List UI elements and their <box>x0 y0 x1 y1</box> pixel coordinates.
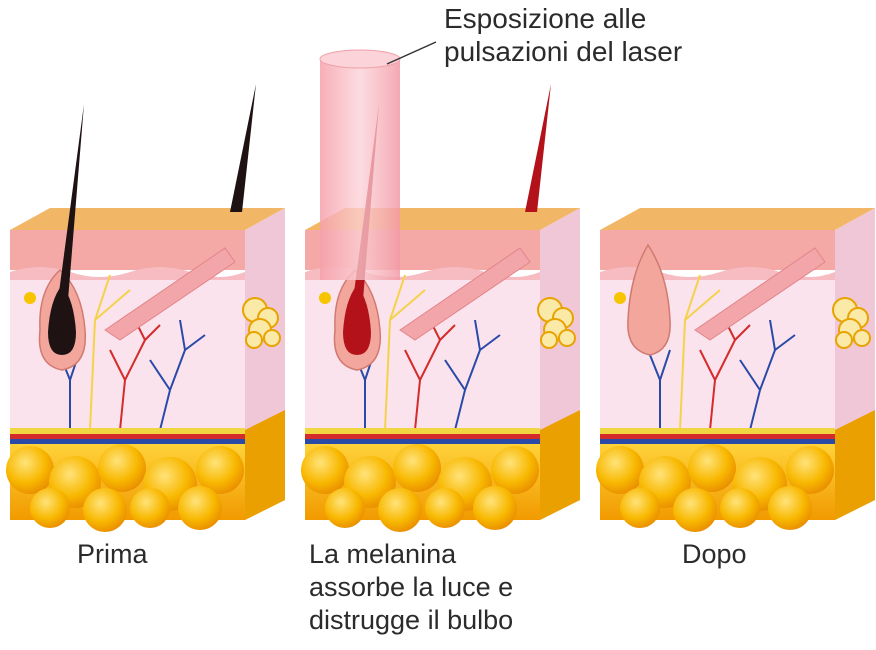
skin-block-after <box>596 208 875 532</box>
caption-laser: La melanina assorbe la luce e distrugge … <box>309 538 513 637</box>
vessel-band-blue <box>10 439 245 444</box>
vessel-band-yellow <box>10 428 245 434</box>
second-hair <box>230 84 256 212</box>
vessel-band-red <box>600 434 835 439</box>
caption-before-line-1: Prima <box>77 538 148 571</box>
caption-laser-line-1: La melanina <box>309 538 513 571</box>
caption-after: Dopo <box>682 538 747 571</box>
laser-annotation: Esposizione alle pulsazioni del laser <box>444 2 682 68</box>
fat-cells <box>6 444 244 532</box>
vessel-band-blue <box>600 439 835 444</box>
small-gland <box>614 292 626 304</box>
vessel-band-red <box>305 434 540 439</box>
hair-shaft <box>58 104 84 300</box>
caption-before: Prima <box>77 538 148 571</box>
vessel-band-blue <box>305 439 540 444</box>
small-gland <box>24 292 36 304</box>
second-hair <box>525 84 551 212</box>
skin-surface-top <box>10 208 285 230</box>
fat-cells <box>596 444 834 532</box>
annotation-line-1: Esposizione alle <box>444 2 682 35</box>
annotation-line-2: pulsazioni del laser <box>444 35 682 68</box>
skin-block-before <box>6 84 285 532</box>
caption-laser-line-2: assorbe la luce e <box>309 571 513 604</box>
caption-laser-line-3: distrugge il bulbo <box>309 604 513 637</box>
laser-beam <box>320 50 400 280</box>
small-gland <box>319 292 331 304</box>
caption-after-line-1: Dopo <box>682 538 747 571</box>
annotation-leader-line <box>387 42 436 64</box>
fat-cells <box>301 444 539 532</box>
vessel-band-yellow <box>305 428 540 434</box>
vessel-band-red <box>10 434 245 439</box>
skin-surface-top <box>600 208 875 230</box>
vessel-band-yellow <box>600 428 835 434</box>
